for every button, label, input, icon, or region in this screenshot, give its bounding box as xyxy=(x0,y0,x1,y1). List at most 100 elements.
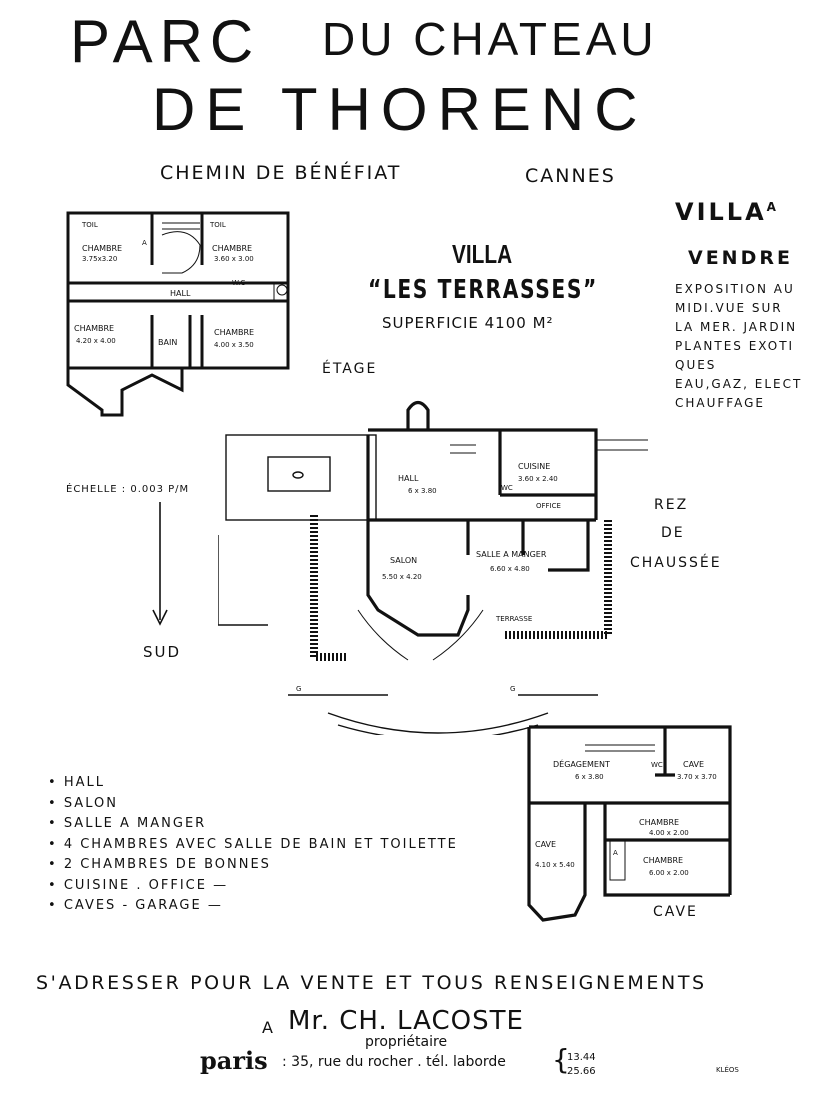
rdc-salle-dim: 6.60 x 4.80 xyxy=(490,565,530,573)
cave-cave-1-dim: 3.70 x 3.70 xyxy=(677,773,717,781)
contact-address: : 35, rue du rocher . tél. laborde xyxy=(282,1054,506,1070)
villa-name: “LES TERRASSES” xyxy=(368,275,598,305)
sale-vendre: VENDRE xyxy=(688,247,793,269)
contact-role: propriétaire xyxy=(365,1034,448,1050)
rdc-terrasse: TERRASSE xyxy=(495,615,532,623)
scale-label: ÉCHELLE : 0.003 P/M xyxy=(66,484,190,495)
rdc-g-left: G xyxy=(296,685,301,693)
floor-label-rez: REZ xyxy=(654,497,689,513)
rooms-list-label: CUISINE . OFFICE — xyxy=(63,877,229,893)
rooms-list-item: • CAVES - GARAGE — xyxy=(48,896,458,917)
south-arrow xyxy=(152,502,168,626)
sale-feature-line: QUES xyxy=(675,358,717,372)
sale-feature-line: LA MER. JARDIN xyxy=(675,320,798,334)
sale-feature-line: CHAUFFAGE xyxy=(675,396,765,410)
cave-chambre-2-dim: 6.00 x 2.00 xyxy=(649,869,689,877)
rdc-wc: WC xyxy=(501,484,513,492)
etage-a-mark: A xyxy=(142,239,147,247)
floor-label-de: DE xyxy=(661,525,685,541)
bullet: • xyxy=(48,816,64,831)
rdc-cuisine: CUISINE xyxy=(518,462,550,471)
etage-bain: BAIN xyxy=(158,338,177,347)
direction-sud: SUD xyxy=(143,643,182,661)
sale-feature-line: EXPOSITION AU xyxy=(675,282,795,296)
rooms-list-label: SALON xyxy=(63,795,118,811)
contact-line: S'ADRESSER POUR LA VENTE ET TOUS RENSEIG… xyxy=(36,972,707,994)
etage-chambre-2: CHAMBRE xyxy=(212,244,252,253)
sale-heading: VILLAA xyxy=(675,198,779,226)
address-city: CANNES xyxy=(525,165,616,187)
title-parc: PARC xyxy=(70,8,261,75)
sale-feature-line: EAU,GAZ, ELECT xyxy=(675,377,803,391)
contact-to: A xyxy=(262,1018,273,1037)
cave-chambre-2: CHAMBRE xyxy=(643,856,683,865)
sale-feature-line: PLANTES EXOTI xyxy=(675,339,795,353)
etage-hall: HALL xyxy=(170,289,191,298)
etage-chambre-3-dim: 4.20 x 4.00 xyxy=(76,337,116,345)
rooms-list-label: 4 CHAMBRES AVEC SALLE DE BAIN ET TOILETT… xyxy=(63,836,458,852)
address-chemin: CHEMIN DE BÉNÉFIAT xyxy=(160,162,402,184)
cave-cave-2: CAVE xyxy=(535,840,556,849)
rdc-g-right: G xyxy=(510,685,515,693)
rooms-list-label: SALLE A MANGER xyxy=(63,816,207,831)
cave-wc: WC xyxy=(651,761,663,769)
sale-villa-sup: A xyxy=(766,200,779,214)
etage-toil-1: TOIL xyxy=(81,221,98,229)
etage-chambre-1: CHAMBRE xyxy=(82,244,122,253)
contact-city: paris xyxy=(200,1046,268,1075)
floor-plan-cave: DÉGAGEMENT 6 x 3.80 WC CAVE 3.70 x 3.70 … xyxy=(527,725,732,922)
rooms-list-item: • HALL xyxy=(48,773,458,794)
floor-label-etage: ÉTAGE xyxy=(322,361,378,377)
etage-chambre-1-dim: 3.75x3.20 xyxy=(82,255,117,263)
contact-phone-1: 13.44 xyxy=(567,1052,596,1063)
rdc-hall-dim: 6 x 3.80 xyxy=(408,487,437,495)
contact-phone-2: 25.66 xyxy=(567,1066,596,1077)
cave-chambre-1: CHAMBRE xyxy=(639,818,679,827)
rooms-list: • HALL• SALON• SALLE A MANGER• 4 CHAMBRE… xyxy=(48,773,458,917)
floor-plan-rez: HALL 6 x 3.80 CUISINE 3.60 x 2.40 WC OFF… xyxy=(218,400,648,735)
rooms-list-label: CAVES - GARAGE — xyxy=(63,898,223,913)
title-du-chateau: DU CHATEAU xyxy=(322,13,658,65)
rooms-list-item: • 4 CHAMBRES AVEC SALLE DE BAIN ET TOILE… xyxy=(48,835,458,856)
title-de-thorenc: DE THORENC xyxy=(152,76,648,143)
sale-villa: VILLA xyxy=(675,198,767,226)
cave-a-mark: A xyxy=(613,849,618,857)
etage-chambre-2-dim: 3.60 x 3.00 xyxy=(214,255,254,263)
villa-area: SUPERFICIE 4100 M² xyxy=(382,314,554,332)
rooms-list-item: • 2 CHAMBRES DE BONNES xyxy=(48,855,458,876)
rdc-salon: SALON xyxy=(390,556,417,565)
bullet: • xyxy=(48,775,64,790)
rooms-list-item: • SALON xyxy=(48,794,458,815)
etage-chambre-3: CHAMBRE xyxy=(74,324,114,333)
etage-chambre-4: CHAMBRE xyxy=(214,328,254,337)
bullet: • xyxy=(48,898,64,913)
cave-chambre-1-dim: 4.00 x 2.00 xyxy=(649,829,689,837)
rooms-list-label: 2 CHAMBRES DE BONNES xyxy=(63,857,271,872)
bullet: • xyxy=(48,877,64,893)
rdc-salon-dim: 5.50 x 4.20 xyxy=(382,573,422,581)
rdc-salle: SALLE A MANGER xyxy=(476,550,547,559)
contact-name: Mr. CH. LACOSTE xyxy=(288,1006,524,1036)
credit: KLÉOS xyxy=(716,1066,739,1074)
sale-feature-line: MIDI.VUE SUR xyxy=(675,301,783,315)
cave-cave-2-dim: 4.10 x 5.40 xyxy=(535,861,575,869)
cave-degagement: DÉGAGEMENT xyxy=(553,758,610,769)
rooms-list-item: • CUISINE . OFFICE — xyxy=(48,876,458,897)
bullet: • xyxy=(48,857,64,872)
etage-wc: W.C xyxy=(232,279,245,287)
sale-features: EXPOSITION AU MIDI.VUE SUR LA MER. JARDIN P… xyxy=(675,280,802,413)
contact-brace: { xyxy=(552,1043,570,1076)
etage-toil-2: TOIL xyxy=(209,221,226,229)
cave-degagement-dim: 6 x 3.80 xyxy=(575,773,604,781)
villa-label: VILLA xyxy=(452,239,513,269)
rdc-cuisine-dim: 3.60 x 2.40 xyxy=(518,475,558,483)
rooms-list-item: • SALLE A MANGER xyxy=(48,814,458,835)
bullet: • xyxy=(48,795,64,811)
floor-plan-etage: TOIL TOIL CHAMBRE 3.75x3.20 CHAMBRE 3.60… xyxy=(66,211,290,417)
etage-chambre-4-dim: 4.00 x 3.50 xyxy=(214,341,254,349)
rdc-office: OFFICE xyxy=(536,502,561,510)
rdc-hall: HALL xyxy=(398,474,419,483)
floor-label-chaussee: CHAUSSÉE xyxy=(630,555,722,571)
rooms-list-label: HALL xyxy=(63,775,105,790)
bullet: • xyxy=(48,836,64,852)
